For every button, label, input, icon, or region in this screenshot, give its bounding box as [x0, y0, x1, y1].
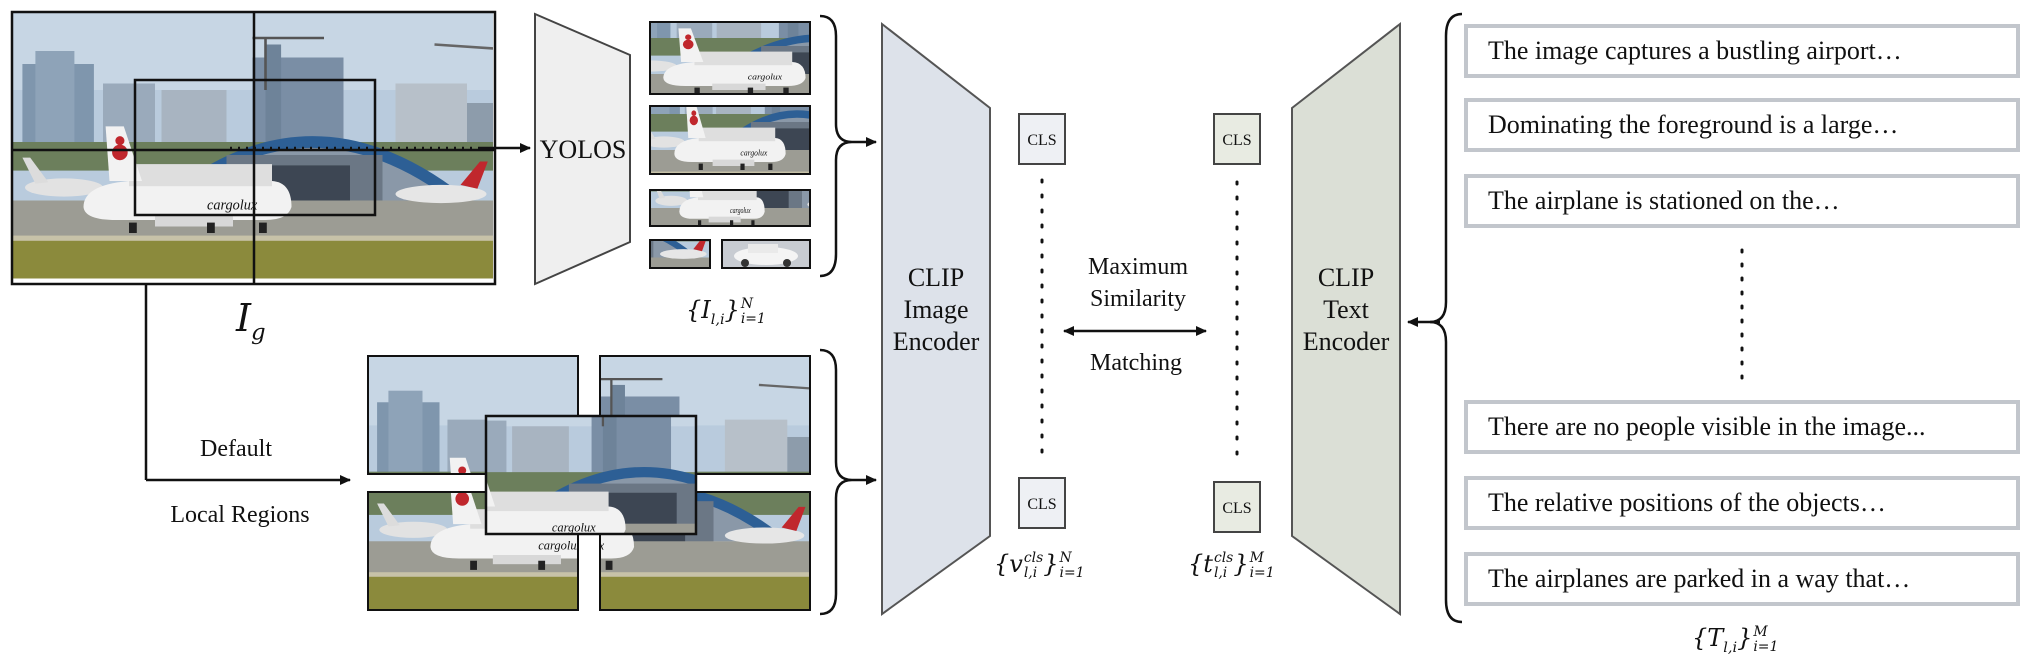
svg-text:Matching: Matching [1090, 350, 1182, 376]
svg-text:Text: Text [1323, 295, 1370, 324]
visual-cls-tokens: CLS CLS [1018, 113, 1066, 529]
clip-image-encoder: CLIP Image Encoder [881, 21, 991, 616]
regions-brace [819, 348, 853, 616]
detected-crops [649, 21, 811, 269]
similarity-matching: Maximum Similarity Matching [1063, 254, 1207, 376]
caption-box: The airplane is stationed on the… [1464, 174, 2020, 228]
local-regions [367, 355, 811, 611]
global-image-label: Ig [236, 296, 266, 346]
svg-text:CLS: CLS [1027, 132, 1056, 149]
default-regions-arrow: Default Local Regions [144, 284, 351, 528]
svg-text:Image: Image [904, 295, 969, 324]
caption-box: Dominating the foreground is a large… [1464, 98, 2020, 152]
svg-text:Maximum: Maximum [1088, 254, 1188, 280]
svg-text:Encoder: Encoder [1303, 327, 1390, 356]
caption-box: The airplanes are parked in a way that… [1464, 552, 2020, 606]
svg-text:CLS: CLS [1027, 496, 1056, 513]
svg-text:Similarity: Similarity [1090, 286, 1186, 312]
crops-brace [819, 14, 853, 278]
captions-brace [1429, 12, 1463, 624]
caption-box: There are no people visible in the image… [1464, 400, 2020, 454]
yolos-detector: YOLOS [534, 12, 631, 286]
svg-text:Encoder: Encoder [893, 327, 980, 356]
svg-text:CLS: CLS [1222, 500, 1251, 517]
caption-box: The image captures a bustling airport… [1464, 24, 2020, 78]
text-cls-tokens: CLS CLS [1213, 113, 1261, 533]
caption-box: The relative positions of the objects… [1464, 476, 2020, 530]
global-image [10, 10, 531, 286]
svg-text:Default: Default [200, 436, 272, 462]
svg-text:CLS: CLS [1222, 132, 1251, 149]
svg-text:Local Regions: Local Regions [170, 502, 309, 528]
svg-text:YOLOS: YOLOS [540, 135, 627, 164]
svg-text:CLIP: CLIP [1318, 263, 1374, 292]
svg-text:CLIP: CLIP [908, 263, 964, 292]
clip-text-encoder: CLIP Text Encoder [1291, 21, 1401, 616]
